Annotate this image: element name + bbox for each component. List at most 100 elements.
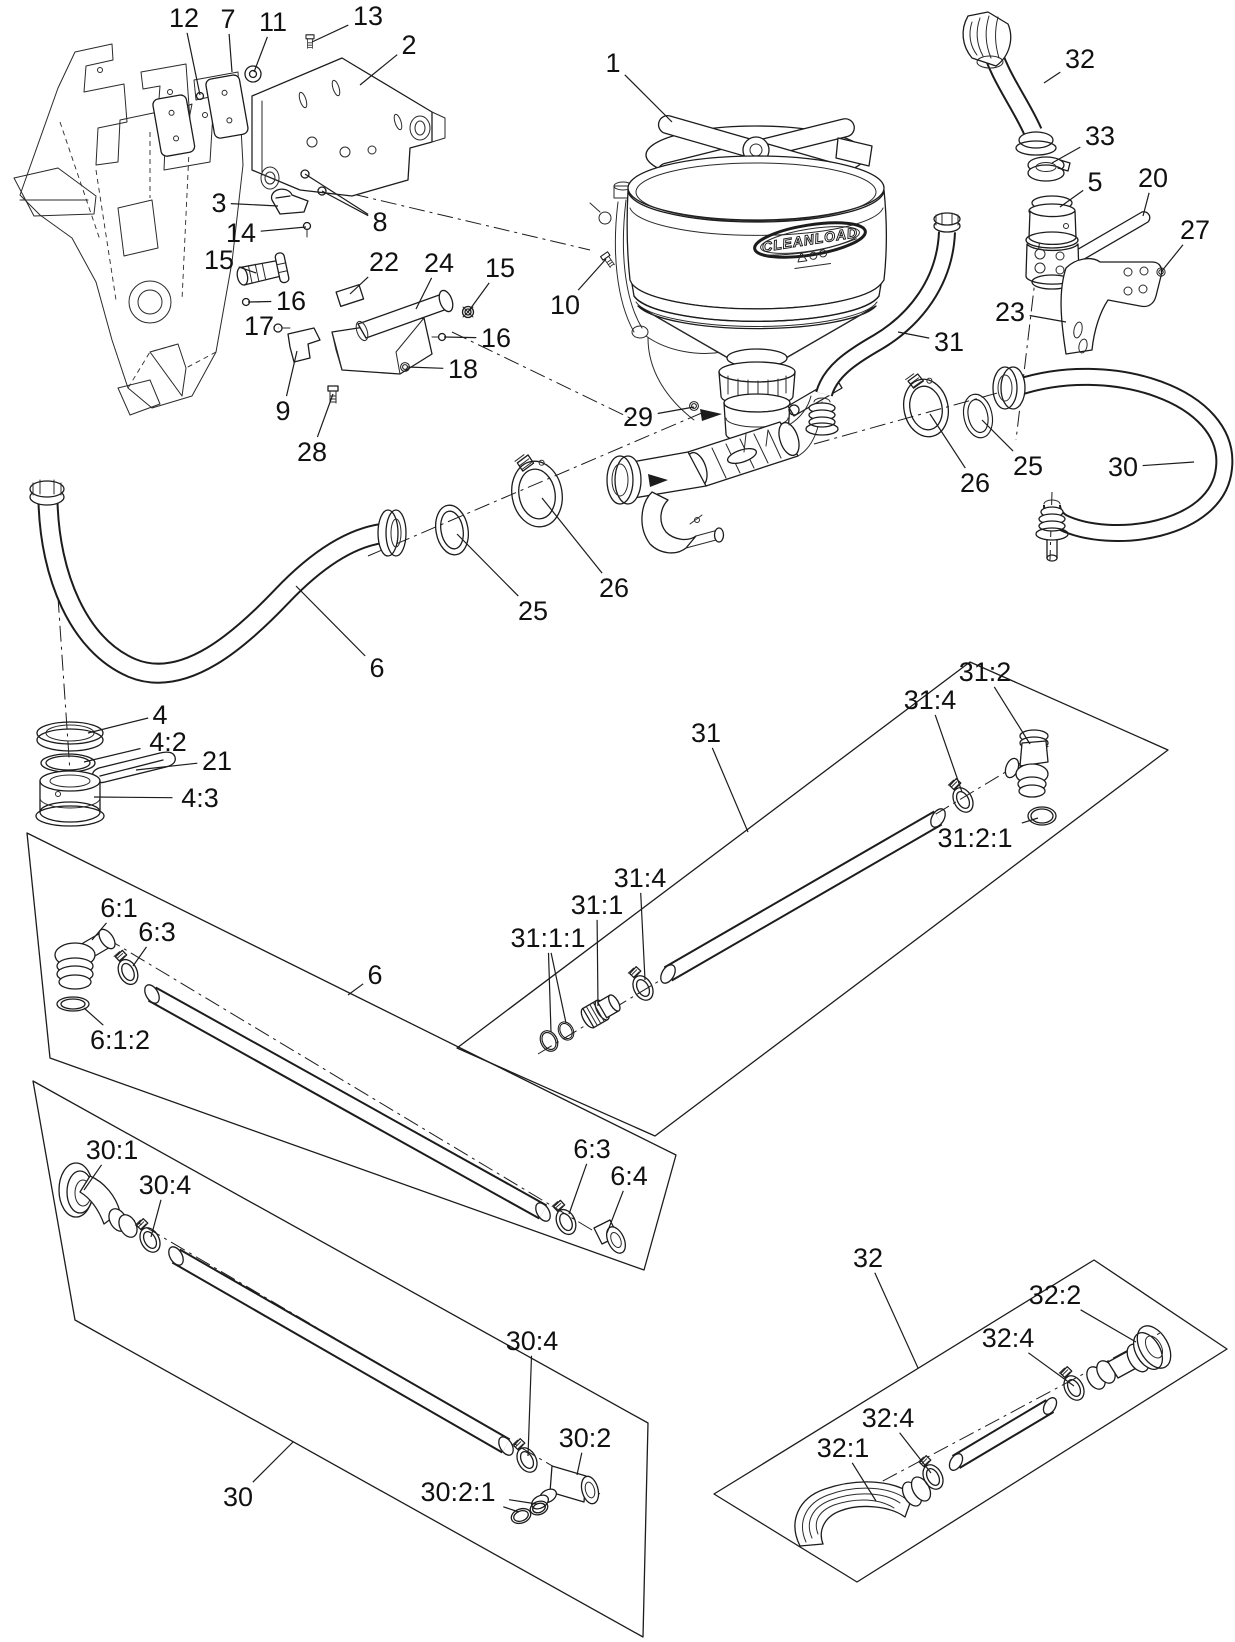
leader-line — [547, 952, 552, 1033]
clamp-26 — [903, 373, 949, 438]
detail-31-content — [536, 729, 1057, 1055]
leader-line — [253, 36, 268, 73]
callout-22: 22 — [369, 247, 399, 277]
plug-fitting — [805, 397, 839, 436]
leader-line — [1051, 146, 1081, 164]
leader-line — [981, 419, 1014, 452]
leader-line — [657, 406, 695, 415]
callout-29: 29 — [623, 402, 653, 432]
screw-16 — [431, 332, 447, 342]
leader-line — [93, 796, 173, 799]
clamp-6-3 — [109, 947, 143, 989]
leader-line — [135, 762, 198, 771]
callout-6: 6 — [367, 960, 382, 990]
leader-line — [899, 1432, 932, 1474]
hose-30 — [992, 366, 1234, 562]
callout-4:3: 4:3 — [181, 783, 219, 813]
callout-31:4: 31:4 — [904, 685, 957, 715]
leader-line — [596, 919, 599, 1007]
leader-line — [456, 533, 519, 597]
callout-20: 20 — [1138, 163, 1168, 193]
clamp-31-4 — [944, 775, 978, 817]
callout-32:4: 32:4 — [862, 1403, 915, 1433]
callout-24: 24 — [424, 248, 454, 278]
callout-7: 7 — [220, 4, 235, 34]
leader-line — [508, 1499, 538, 1505]
detail-box-hose-6 — [26, 832, 677, 1271]
detail-6-content — [54, 928, 627, 1254]
fitting-32-2 — [1086, 1325, 1172, 1390]
hose-30-flange — [992, 366, 1026, 410]
callout-15: 15 — [204, 245, 234, 275]
callout-32: 32 — [1065, 44, 1095, 74]
warning-icons — [794, 249, 832, 269]
callout-30:4: 30:4 — [506, 1326, 559, 1356]
callout-27: 27 — [1180, 215, 1210, 245]
hose-32-flange — [1015, 131, 1057, 156]
leader-line — [304, 173, 369, 215]
leader-line — [897, 331, 930, 339]
callout-31: 31 — [691, 718, 721, 748]
elbow-30-2 — [530, 1465, 600, 1510]
hose-6 — [29, 479, 407, 684]
leader-line — [1021, 817, 1039, 824]
callout-1: 1 — [605, 48, 620, 78]
leader-line — [851, 1462, 877, 1502]
callout-23: 23 — [995, 297, 1025, 327]
callout-3: 3 — [211, 188, 226, 218]
bracket-23 — [1060, 257, 1163, 355]
o-ring-6-1-2 — [56, 996, 90, 1012]
callout-6:3: 6:3 — [573, 1134, 611, 1164]
strainer-cup-4-3 — [35, 770, 105, 827]
leader-line — [347, 983, 364, 996]
callout-5: 5 — [1087, 167, 1102, 197]
washer-11 — [244, 65, 262, 83]
callout-31:1:1: 31:1:1 — [510, 923, 585, 953]
leader-line — [443, 336, 477, 339]
callout-8: 8 — [372, 207, 387, 237]
clamp-6-3 — [547, 1197, 581, 1239]
bracket-9 — [287, 327, 321, 363]
leader-line — [186, 32, 201, 96]
gasket-25 — [431, 501, 473, 559]
o-ring-30-2-1 — [510, 1500, 549, 1525]
callout-30:2: 30:2 — [559, 1423, 612, 1453]
leader-line — [568, 1163, 588, 1215]
handle-assembly — [236, 252, 475, 404]
leader-line — [503, 1506, 520, 1513]
o-ring-4-2 — [40, 753, 96, 773]
callout-4:2: 4:2 — [149, 727, 187, 757]
hose-32 — [962, 11, 1057, 156]
mounting-plate-assembly — [152, 34, 446, 238]
detail-box-hose-32 — [713, 1259, 1228, 1583]
bolt-17 — [273, 323, 291, 333]
leader-line — [132, 946, 147, 967]
clamp-30-4 — [131, 1215, 165, 1257]
callout-4: 4 — [152, 700, 167, 730]
callout-31:4: 31:4 — [614, 863, 667, 893]
leader-line — [87, 717, 149, 734]
callout-11: 11 — [259, 7, 287, 37]
leader-line — [311, 24, 349, 43]
gasket-25 — [959, 390, 997, 442]
isolation-pad — [205, 74, 249, 139]
fitting-6-4 — [593, 1219, 627, 1254]
callout-31:1: 31:1 — [571, 890, 624, 920]
leader-line — [1043, 71, 1061, 84]
callout-33: 33 — [1085, 121, 1115, 151]
leader-line — [316, 393, 334, 438]
callout-30:4: 30:4 — [139, 1170, 192, 1200]
leader-line — [83, 1164, 103, 1191]
leader-line — [252, 1441, 294, 1483]
detail-box-layer — [26, 661, 1228, 1638]
leader-line — [230, 203, 279, 207]
leader-line — [624, 74, 673, 123]
callout-12: 12 — [169, 3, 199, 33]
leader-line — [576, 1452, 583, 1476]
o-ring-31-1-1 — [536, 1027, 562, 1055]
callout-28: 28 — [297, 437, 327, 467]
callout-6: 6 — [369, 653, 384, 683]
callout-30: 30 — [223, 1482, 253, 1512]
leader-line — [934, 714, 963, 793]
